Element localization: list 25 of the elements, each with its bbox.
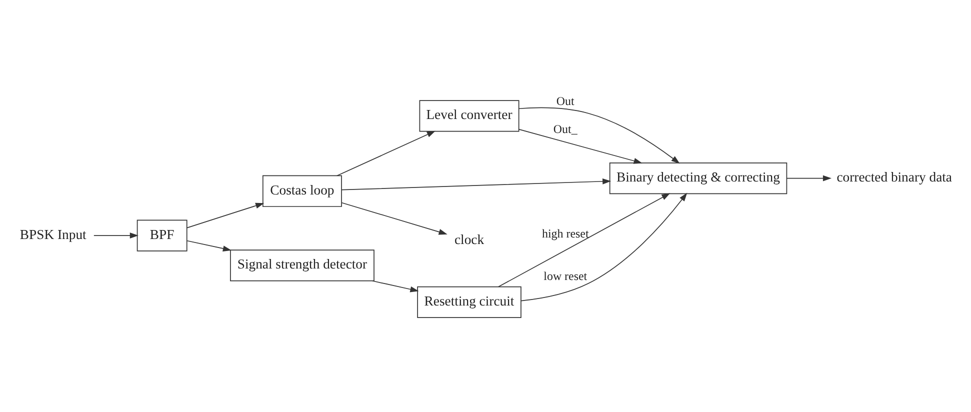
node-box: Signal strength detector <box>230 249 374 281</box>
arrow <box>336 130 436 176</box>
arrow <box>518 106 680 164</box>
node-box: Binary detecting & correcting <box>609 162 788 194</box>
arrow <box>186 202 264 228</box>
arrow <box>341 178 612 190</box>
edge-label: Out_ <box>553 122 578 136</box>
edge-label: high reset <box>542 226 589 240</box>
arrow <box>341 202 448 234</box>
arrow <box>94 232 138 238</box>
node-box: Level converter <box>419 100 520 132</box>
arrow <box>520 192 688 301</box>
node-box: Costas loop <box>262 174 342 206</box>
edge-label: Out <box>556 93 574 108</box>
arrow <box>786 174 832 181</box>
arrow <box>498 192 670 287</box>
node-box: BPF <box>136 219 188 251</box>
node-text: corrected binary data <box>836 169 952 184</box>
node-text: clock <box>454 231 484 246</box>
edge-label: low reset <box>544 268 588 283</box>
arrow <box>518 128 642 164</box>
node-text: BPSK Input <box>20 226 86 242</box>
arrow <box>186 240 232 251</box>
arrow <box>372 280 419 292</box>
node-box: Resetting circuit <box>417 286 522 318</box>
